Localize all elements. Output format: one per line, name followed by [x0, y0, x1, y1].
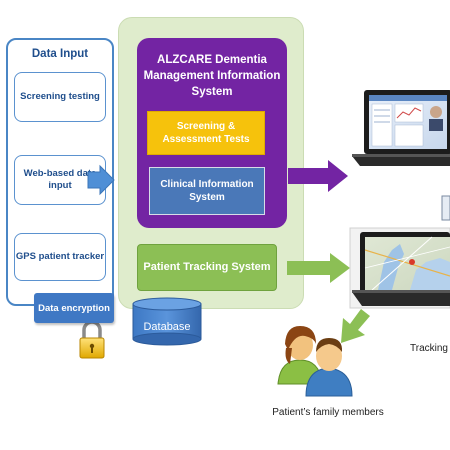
system-to-clinic-arrow-icon — [288, 160, 348, 192]
data-input-title: Data Input — [31, 48, 89, 60]
database-icon — [132, 297, 202, 346]
input-gps-tracker: GPS patient tracker — [14, 233, 106, 281]
clinical-laptop-icon — [352, 90, 450, 166]
screening-assessment-module: Screening & Assessment Tests — [147, 111, 265, 155]
tracking-laptop-icon — [349, 227, 450, 309]
input-screening-testing: Screening testing — [14, 72, 106, 122]
clinical-information-module: Clinical Information System — [149, 167, 265, 215]
tracking-label: Tracking — [410, 343, 448, 354]
input-to-system-arrow-icon — [87, 164, 115, 196]
laptop-to-family-arrow-icon — [341, 309, 370, 343]
alzcare-system-title: ALZCARE Dementia Management Information … — [143, 53, 281, 99]
family-members-label: Patient’s family members — [272, 406, 384, 418]
family-icon — [277, 326, 353, 397]
tracking-to-laptop-arrow-icon — [287, 253, 350, 283]
padlock-icon — [79, 320, 105, 359]
patient-tracking-module: Patient Tracking System — [137, 244, 277, 291]
secondary-device-icon — [441, 195, 450, 221]
data-encryption-label: Data encryption — [34, 293, 114, 323]
database-label: Database — [143, 321, 191, 333]
